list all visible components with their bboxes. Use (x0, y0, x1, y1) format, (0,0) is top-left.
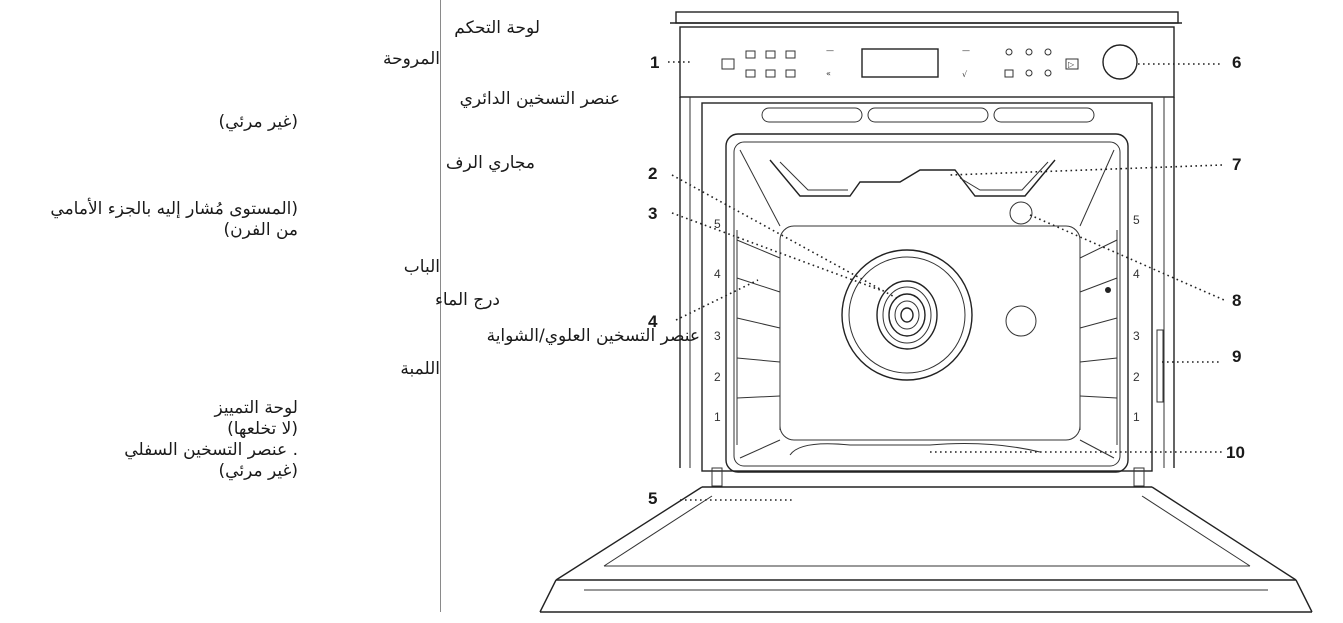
panel-icon (1006, 49, 1012, 55)
level-right-5: 5 (1133, 213, 1140, 227)
callout-6: 6 (1232, 53, 1241, 72)
level-left-1: 1 (714, 410, 721, 424)
panel-button (722, 59, 734, 69)
callout-5: 5 (648, 489, 657, 508)
bottom-heating-element (790, 444, 1040, 455)
panel-button (786, 51, 795, 58)
callout-7: 7 (1232, 155, 1241, 174)
cavity-perspective-lines (740, 150, 1114, 458)
fan-ring (883, 287, 931, 343)
door-switch (1105, 287, 1111, 293)
control-panel (680, 27, 1174, 97)
panel-button (786, 70, 795, 77)
panel-button (766, 51, 775, 58)
control-panel-buttons (722, 51, 1078, 77)
convection-fan (842, 250, 972, 380)
panel-button (746, 70, 755, 77)
panel-icon (1026, 49, 1032, 55)
vent-slot (868, 108, 988, 122)
level-left-4: 4 (714, 267, 721, 281)
fan-cover-inner (849, 257, 965, 373)
fan-hub (901, 308, 913, 322)
rating-plate (1157, 330, 1163, 402)
level-left-3: 3 (714, 329, 721, 343)
panel-enter: ▷ (1068, 60, 1075, 69)
fan-ring (895, 301, 919, 329)
control-knob (1103, 45, 1137, 79)
oven-top-cap (676, 12, 1178, 23)
oven-front-frame (702, 103, 1152, 471)
leader-lines (668, 62, 1224, 500)
top-heating-element-inner (960, 162, 1048, 190)
panel-icon (1045, 70, 1051, 76)
level-right-3: 3 (1133, 329, 1140, 343)
callout-9: 9 (1232, 347, 1241, 366)
oven-cavity-inner (734, 142, 1120, 466)
shelf-guides-left (737, 230, 780, 445)
top-heating-element-inner (780, 162, 848, 190)
panel-icon (1026, 70, 1032, 76)
callout-10: 10 (1226, 443, 1245, 462)
vent-slot (762, 108, 862, 122)
panel-icons (1005, 49, 1051, 77)
level-right-4: 4 (1133, 267, 1140, 281)
level-right-1: 1 (1133, 410, 1140, 424)
display-screen (862, 49, 938, 77)
panel-icon (1045, 49, 1051, 55)
oven-cavity-outer (726, 134, 1128, 472)
panel-back: « (826, 69, 831, 78)
callout-4: 4 (648, 312, 658, 331)
top-heating-element (770, 160, 1055, 196)
fan-ring (889, 294, 925, 336)
vent-slot (994, 108, 1094, 122)
panel-minus-left: — (826, 46, 834, 55)
water-drawer-outlet (1006, 306, 1036, 336)
panel-minus-right: — (962, 46, 970, 55)
callout-8: 8 (1232, 291, 1241, 310)
panel-icon (1005, 70, 1013, 77)
callout-3: 3 (648, 204, 657, 223)
fan-cover (842, 250, 972, 380)
fan-ring (877, 281, 937, 349)
level-left-2: 2 (714, 370, 721, 384)
oven-lamp (1010, 202, 1032, 224)
panel-button (766, 70, 775, 77)
callout-2: 2 (648, 164, 657, 183)
cavity-back-wall (780, 226, 1080, 440)
callout-1: 1 (650, 53, 659, 72)
panel-button (746, 51, 755, 58)
level-right-2: 2 (1133, 370, 1140, 384)
panel-check: √ (962, 70, 968, 79)
shelf-guides-right (1080, 230, 1117, 445)
